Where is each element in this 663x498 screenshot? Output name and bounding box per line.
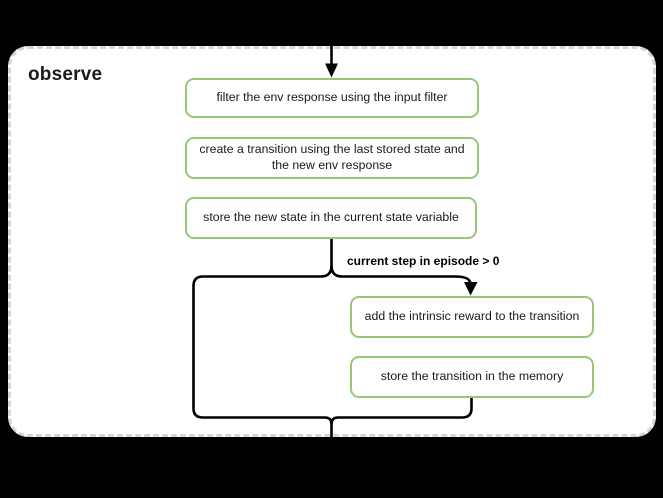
step-label: store the transition in the memory <box>380 369 564 383</box>
step-box-store-new-state: store the new state in the current state… <box>185 197 477 239</box>
step-box-create-transition: create a transition using the last store… <box>185 137 479 179</box>
step-label: filter the env response using the input … <box>216 90 448 104</box>
step-box-store-transition: store the transition in the memory <box>350 356 594 398</box>
condition-label: current step in episode > 0 <box>347 254 500 268</box>
connector-branch-right <box>330 265 472 285</box>
step-box-filter-env-response: filter the env response using the input … <box>185 78 479 118</box>
group-title: observe <box>28 64 103 85</box>
step-label: create a transition using the last store… <box>199 142 465 172</box>
connector-branch-return <box>330 398 473 425</box>
arrowhead-incoming <box>325 63 338 78</box>
step-label: store the new state in the current state… <box>203 210 459 224</box>
step-label: add the intrinsic reward to the transiti… <box>364 309 580 323</box>
connector-bypass-left <box>192 265 333 455</box>
arrowhead-branch <box>464 282 478 296</box>
step-box-add-intrinsic-reward: add the intrinsic reward to the transiti… <box>350 296 594 338</box>
